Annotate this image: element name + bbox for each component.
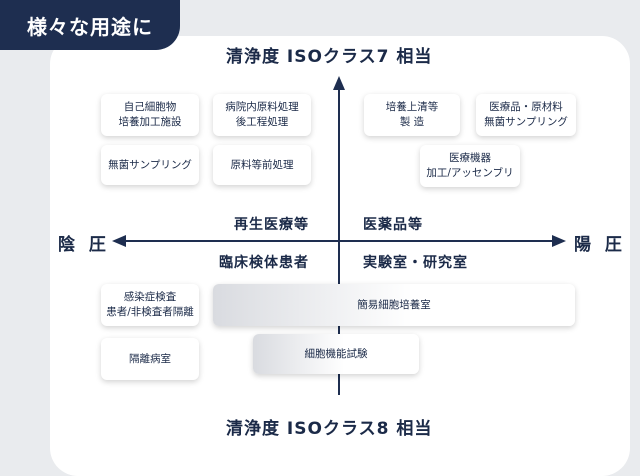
field-label-clinical: 臨床検体患者 [219,255,309,271]
axis-right-label: 陽 圧 [574,235,626,255]
box-culture-manufacturing: 培養上清等 製 造 [364,94,460,136]
field-label-laboratory: 実験室・研究室 [363,255,468,271]
box-hospital-processing: 病院内原料処理 後工程処理 [213,94,311,136]
box-cell-function-test: 細胞機能試験 [253,334,419,374]
box-pharma-raw-sampling: 医療品・原材料 無菌サンプリング [476,94,576,136]
box-isolation-room: 隔離病室 [101,338,199,380]
box-aseptic-sampling: 無菌サンプリング [101,145,199,185]
axis-left-label: 陰 圧 [58,235,110,255]
axis-arrow-left [112,235,126,247]
field-label-pharma: 医薬品等 [363,217,423,233]
box-cell-culture-facility: 自己細胞物 培養加工施設 [101,94,199,136]
axis-bottom-label: 清浄度 ISOクラス8 相当 [226,419,433,439]
box-simple-cell-culture: 簡易細胞培養室 [213,284,575,326]
axis-top-label: 清浄度 ISOクラス7 相当 [226,47,433,67]
pressure-cleanliness-axes [112,76,566,395]
box-raw-pretreatment: 原料等前処理 [213,145,311,185]
axis-arrow-up [333,76,345,90]
axis-arrow-right [552,235,566,247]
field-label-regenerative: 再生医療等 [234,217,309,233]
box-medical-device-assembly: 医療機器 加工/アッセンブリ [420,145,520,187]
page-title: 様々な用途に [0,0,180,50]
box-infection-testing: 感染症検査 患者/非検査者隔離 [101,284,199,326]
